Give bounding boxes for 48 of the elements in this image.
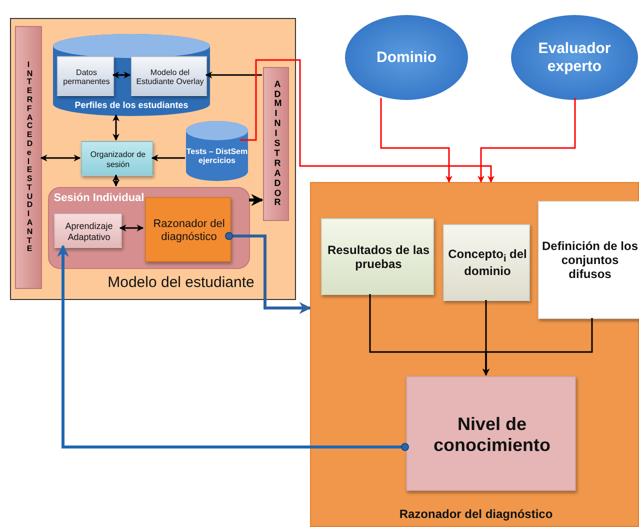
arrow — [249, 194, 264, 206]
process-box — [81, 141, 153, 176]
process-box — [443, 224, 530, 301]
arrow — [205, 72, 262, 78]
node-label: Datos permanentes — [62, 66, 111, 88]
panel-title: Sesión Individual — [52, 190, 146, 206]
node-label: Definición de los conjuntos difusos — [540, 238, 639, 283]
node-label: Evaluador experto — [537, 39, 612, 76]
panel-title: Razonador del diagnóstico — [398, 506, 554, 524]
arrow — [478, 98, 576, 183]
database-cylinder — [186, 121, 248, 181]
process-box — [321, 218, 434, 295]
process-box — [54, 213, 122, 248]
module-panel — [10, 18, 296, 300]
arrow — [151, 154, 185, 162]
module-panel — [310, 182, 639, 527]
node-label: Organizador de sesión — [89, 149, 147, 170]
arrow — [112, 72, 131, 78]
node-label: Resultados de las pruebas — [326, 242, 431, 272]
data-box — [57, 56, 114, 96]
arrow — [380, 98, 452, 183]
arrow — [240, 59, 494, 183]
node-label: Tests – DistSem ejercicios — [186, 146, 248, 167]
arrow — [112, 174, 120, 187]
arrow — [119, 224, 144, 232]
panel-title: Modelo del estudiante — [106, 273, 256, 294]
process-box — [145, 197, 231, 262]
arrow — [225, 232, 312, 314]
admin-bar — [263, 67, 289, 221]
node-label: Aprendizaje Adaptativo — [64, 220, 114, 244]
database-cylinder — [53, 34, 210, 116]
model-box — [131, 56, 207, 96]
arrow — [57, 244, 409, 451]
node-label: Nivel de conocimiento — [432, 412, 552, 456]
node-label: Dominio — [376, 48, 438, 68]
arrow — [112, 114, 120, 141]
node-label: Concepto$_{i}$ del dominio — [447, 246, 528, 280]
node-label: Modelo del Estudiante Overlay — [135, 66, 205, 88]
result-box — [406, 376, 576, 491]
node-label: Razonador del diagnóstico — [152, 216, 226, 244]
arrow — [40, 154, 81, 162]
arrow — [482, 318, 593, 376]
process-box — [538, 201, 639, 319]
interface-bar — [15, 26, 42, 289]
session-panel — [48, 187, 250, 269]
database-title: Perfiles de los estudiantes — [74, 99, 190, 112]
vertical-label: ADMINISTRADOR — [273, 80, 284, 208]
vertical-label: INTERFACE Del ESTUDIANTE — [26, 60, 35, 254]
